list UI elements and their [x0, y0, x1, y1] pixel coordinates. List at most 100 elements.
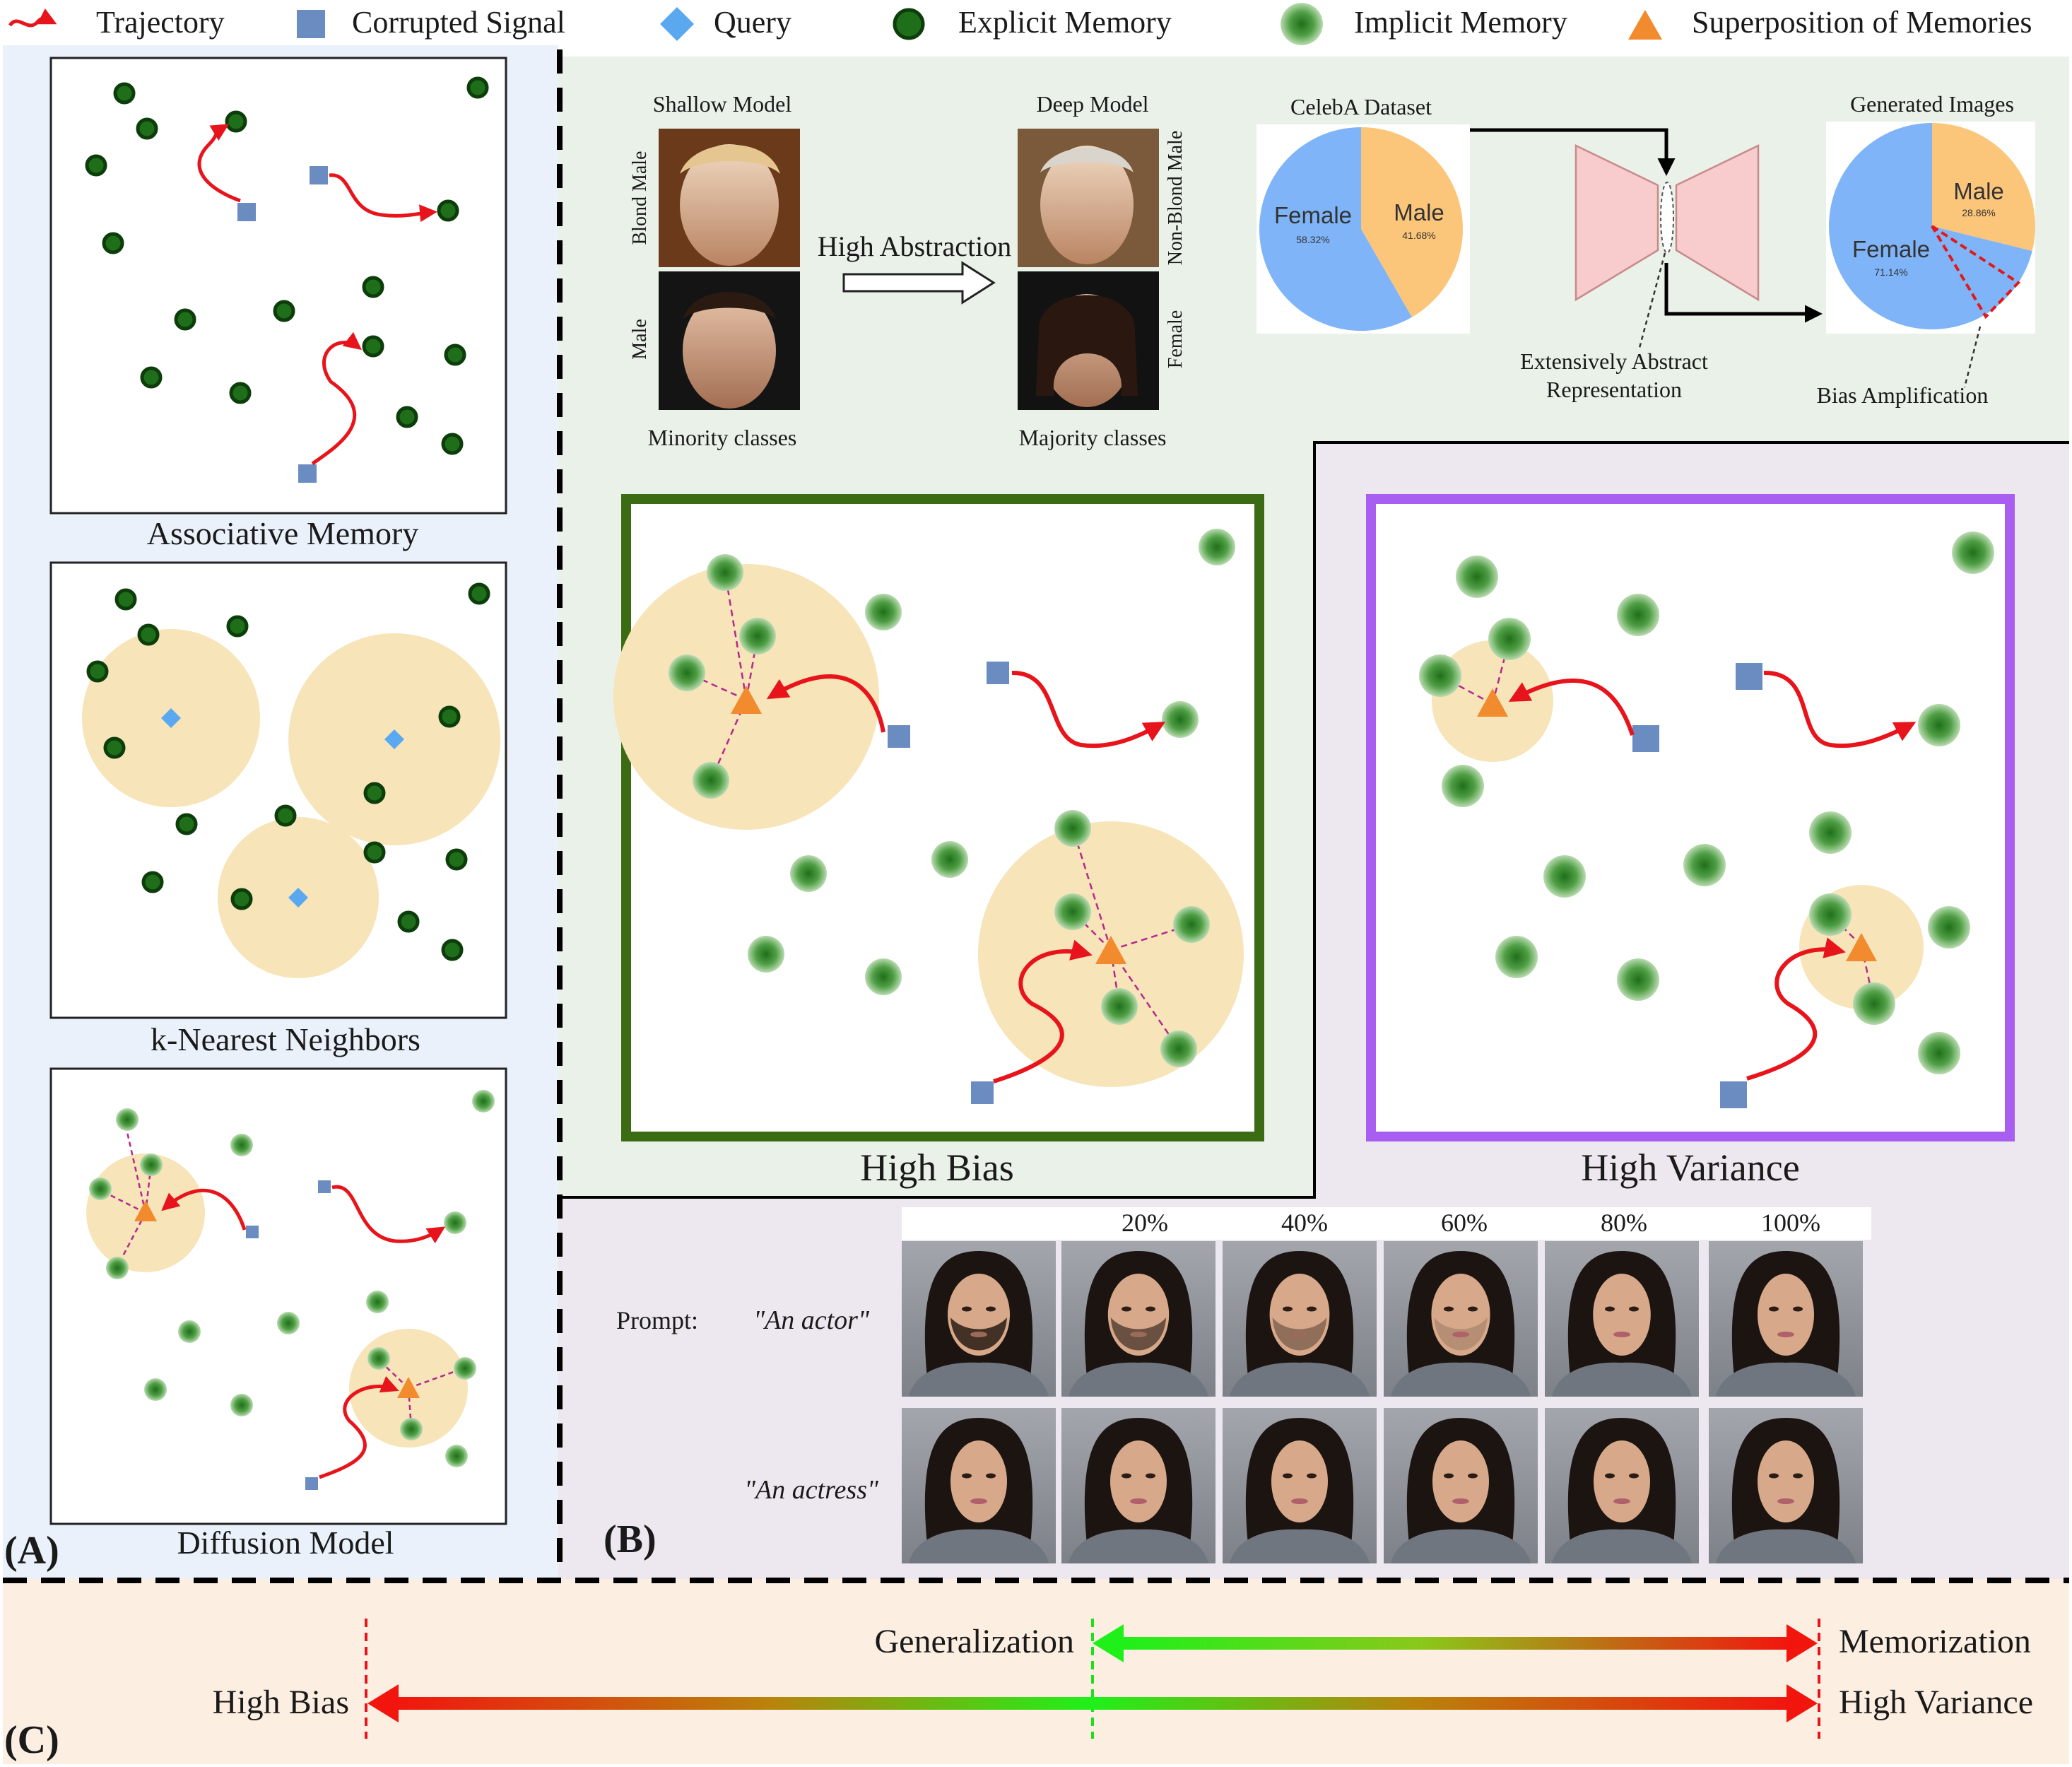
implicit-memory — [144, 1378, 167, 1401]
face-non-blond-male — [1018, 129, 1159, 267]
corrupted-signal — [1720, 1081, 1747, 1108]
diffusion-points — [86, 1090, 495, 1490]
corrupted-signal — [298, 464, 317, 483]
explicit-memory — [225, 110, 247, 133]
explicit-memory — [226, 615, 249, 638]
panel-c-tag: (C) — [4, 1718, 59, 1762]
explicit-memory — [274, 804, 297, 827]
representation-label-1: Extensively Abstract — [1520, 348, 1708, 374]
explicit-memory — [229, 382, 252, 404]
implicit-memory — [931, 841, 968, 878]
celeba-female-slice — [1259, 127, 1412, 331]
diffusion-box — [49, 1067, 507, 1525]
prompt-grid: 20% 40% 60% 80% 100% Prompt: "An actor" … — [604, 1207, 1871, 1563]
implicit-memory-legend-icon — [1281, 3, 1323, 45]
corrupted-signal — [1632, 725, 1659, 752]
trajectory — [1011, 670, 1166, 749]
generated-male-slice — [1932, 123, 2035, 252]
implicit-memory — [669, 654, 705, 691]
percent-20: 20% — [1122, 1209, 1168, 1237]
legend-explicit-memory: Explicit Memory — [958, 5, 1172, 40]
celeba-title: CelebA Dataset — [1290, 94, 1432, 119]
portrait-actor-3 — [1384, 1241, 1538, 1397]
implicit-memory — [1199, 529, 1235, 565]
celeba-male-slice — [1361, 127, 1464, 317]
legend: Trajectory Corrupted Signal Query Explic… — [8, 3, 2032, 45]
implicit-memory — [277, 1312, 300, 1334]
portrait-actor-5 — [1709, 1241, 1863, 1397]
superposition — [1095, 936, 1126, 964]
high-variance-frame — [1366, 494, 2015, 1141]
portrait-actress-4 — [1545, 1408, 1699, 1563]
explicit-memory — [363, 841, 386, 864]
implicit-memory — [1054, 893, 1091, 930]
portrait-actress-0 — [902, 1408, 1056, 1563]
corrupted-signal — [305, 1477, 318, 1490]
implicit-memory — [1928, 906, 1970, 949]
latent-representation — [1660, 182, 1674, 254]
corrupted-signal-legend-icon — [297, 10, 325, 38]
trajectory — [766, 674, 885, 733]
percent-60: 60% — [1441, 1209, 1488, 1237]
high-bias-title: High Bias — [860, 1146, 1014, 1189]
explicit-memory — [86, 660, 109, 683]
generalization-label: Generalization — [874, 1623, 1074, 1660]
superposition — [134, 1200, 157, 1221]
legend-trajectory: Trajectory — [96, 5, 225, 40]
explicit-memory — [113, 82, 136, 105]
high-variance-label: High Variance — [1839, 1684, 2033, 1721]
implicit-memory — [367, 1347, 390, 1370]
representation-pointer — [1638, 252, 1666, 348]
implicit-memory — [230, 1134, 253, 1156]
implicit-memory — [1173, 906, 1210, 943]
explicit-memory — [230, 888, 253, 910]
explicit-memory — [362, 335, 384, 358]
explicit-memory — [273, 300, 295, 322]
implicit-memory — [1054, 810, 1091, 847]
explicit-memory — [114, 588, 137, 611]
portrait-actress-5 — [1709, 1408, 1863, 1563]
generated-male-pct: 28.86% — [1962, 207, 1995, 218]
bias-variance-bar — [394, 1697, 1789, 1710]
shallow-model-title: Shallow Model — [653, 91, 792, 117]
implicit-memory — [790, 855, 827, 892]
generated-pie — [1828, 123, 2035, 330]
panel-b-top: Shallow Model Deep Model Blond Male Male… — [629, 91, 2035, 450]
generated-male-label: Male — [1953, 178, 2004, 204]
generalization-arrowhead — [1093, 1624, 1124, 1662]
implicit-memory — [1683, 844, 1726, 886]
trajectory — [329, 173, 437, 223]
legend-corrupted-signal: Corrupted Signal — [352, 5, 565, 40]
query — [384, 729, 404, 749]
trajectory — [311, 331, 362, 466]
implicit-memory — [116, 1108, 139, 1131]
high-bias-label: High Bias — [213, 1684, 349, 1721]
percent-40: 40% — [1281, 1209, 1328, 1237]
query — [161, 708, 181, 728]
explicit-memory — [468, 582, 490, 605]
superposition — [731, 686, 762, 714]
superposition-link — [686, 572, 759, 781]
corrupted-signal — [237, 203, 256, 221]
panel-b-tag: (B) — [604, 1517, 657, 1561]
explicit-memory — [140, 366, 163, 389]
prompt-label: Prompt: — [616, 1306, 698, 1334]
explicit-memory — [362, 276, 384, 298]
trajectory — [993, 939, 1093, 1084]
trajectory — [319, 1375, 399, 1479]
implicit-memory — [693, 762, 729, 799]
implicit-memory — [1809, 811, 1852, 854]
implicit-memory — [1617, 958, 1659, 1001]
explicit-memory — [136, 117, 158, 140]
legend-query: Query — [714, 5, 791, 40]
high-bias-diagram: High Bias — [613, 494, 1264, 1189]
legend-implicit-memory: Implicit Memory — [1354, 5, 1567, 40]
explicit-memory — [103, 736, 126, 759]
bias-arrowhead — [367, 1684, 399, 1722]
corrupted-signal — [310, 166, 328, 184]
explicit-memory-legend-icon — [893, 8, 925, 40]
celeba-male-label: Male — [1394, 199, 1444, 225]
majority-classes: Majority classes — [1019, 425, 1167, 450]
explicit-memory — [175, 813, 198, 835]
